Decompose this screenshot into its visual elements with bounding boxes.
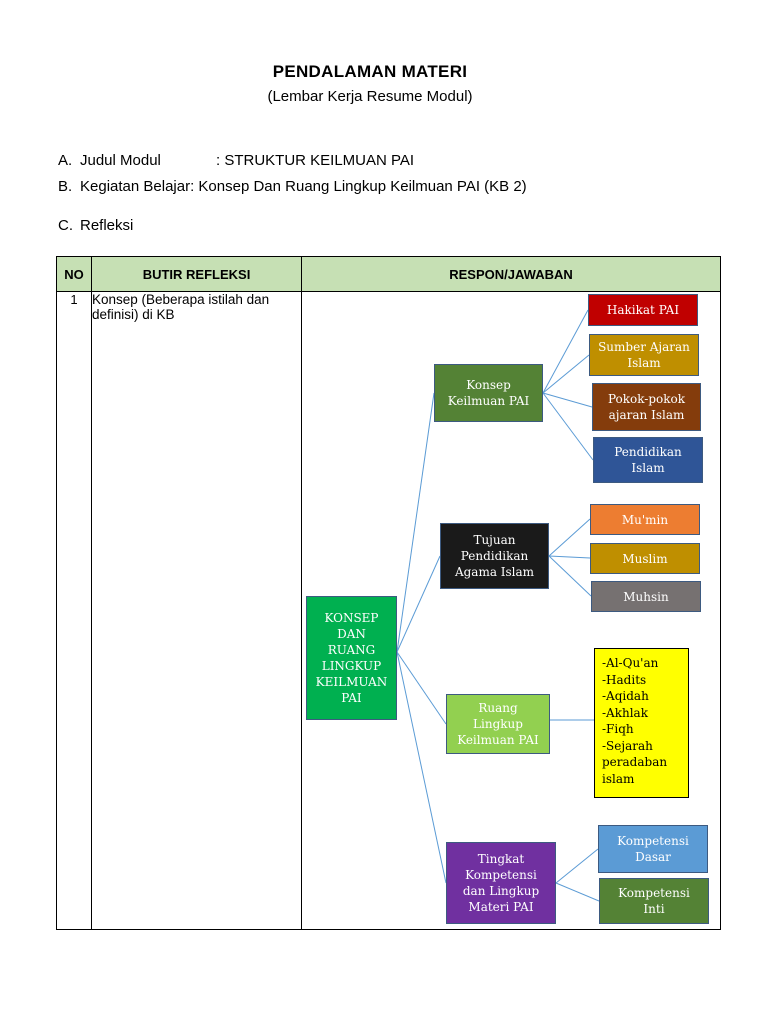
header-butir: BUTIR REFLEKSI [91, 256, 302, 292]
tujuan-pendidikan-label: Tujuan Pendidikan Agama Islam [454, 533, 535, 579]
reflection-label: Refleksi [80, 217, 134, 234]
konsep-keilmuan-box: Konsep Keilmuan PAI [434, 364, 543, 422]
ruang-lingkup-box: Ruang Lingkup Keilmuan PAI [446, 694, 550, 754]
module-title-row: A. Judul Modul : STRUKTUR KEILMUAN PAI [58, 152, 414, 169]
module-title-label: Judul Modul [80, 152, 161, 169]
sumber-ajaran-label: Sumber Ajaran Islam [598, 340, 690, 370]
root-box: KONSEP DAN RUANG LINGKUP KEILMUAN PAI [306, 596, 397, 720]
connector-line [542, 392, 593, 408]
konsep-keilmuan-label: Konsep Keilmuan PAI [447, 378, 530, 408]
learning-activity-row: B. Kegiatan Belajar: Konsep Dan Ruang Lin… [58, 178, 527, 195]
header-respon: RESPON/JAWABAN [301, 256, 721, 292]
ruang-lingkup-list-box: -Al-Qu'an -Hadits -Aqidah -Akhlak -Fiqh … [594, 648, 689, 798]
hakikat-pai-box: Hakikat PAI [588, 294, 698, 326]
connector-line [542, 354, 590, 394]
ruang-lingkup-label: Ruang Lingkup Keilmuan PAI [457, 701, 539, 747]
pendidikan-islam-box: Pendidikan Islam [593, 437, 703, 483]
muslim-box: Muslim [590, 543, 700, 574]
learning-activity-value: : Konsep Dan Ruang Lingkup Keilmuan PAI … [190, 178, 527, 195]
pokok-pokok-label: Pokok-pokok ajaran Islam [607, 392, 686, 422]
mumin-box: Mu'min [590, 504, 700, 535]
kompetensi-inti-label: Kompetensi Inti [618, 886, 690, 916]
ruang-lingkup-list-text: -Al-Qu'an -Hadits -Aqidah -Akhlak -Fiqh … [602, 656, 668, 786]
root-box-label: KONSEP DAN RUANG LINGKUP KEILMUAN PAI [315, 611, 388, 705]
module-title-value: : STRUKTUR KEILMUAN PAI [216, 152, 415, 169]
pendidikan-islam-label: Pendidikan Islam [614, 445, 682, 475]
page-subtitle: (Lembar Kerja Resume Modul) [267, 88, 473, 105]
reflection-row: C. Refleksi [58, 217, 133, 234]
tingkat-kompetensi-label: Tingkat Kompetensi dan Lingkup Materi PA… [462, 852, 540, 914]
row-number: 1 [56, 291, 92, 930]
row-butir: Konsep (Beberapa istilah dan definisi) d… [91, 291, 302, 930]
pokok-pokok-box: Pokok-pokok ajaran Islam [592, 383, 701, 431]
mumin-label: Mu'min [621, 512, 669, 527]
muhsin-label: Muhsin [623, 589, 669, 604]
muslim-label: Muslim [622, 551, 668, 566]
muhsin-box: Muhsin [591, 581, 701, 612]
kompetensi-inti-box: Kompetensi Inti [599, 878, 709, 924]
connector-line [542, 309, 589, 394]
connector-line [396, 651, 447, 725]
connector-line [548, 518, 591, 557]
hakikat-pai-label: Hakikat PAI [606, 303, 680, 317]
item-letter: C. [58, 217, 73, 234]
connector-line [396, 392, 435, 653]
connector-line [555, 848, 599, 884]
kompetensi-dasar-box: Kompetensi Dasar [598, 825, 708, 873]
item-letter: A. [58, 152, 73, 169]
sumber-ajaran-box: Sumber Ajaran Islam [589, 334, 699, 376]
connector-line [396, 651, 447, 884]
item-letter: B. [58, 178, 73, 195]
tujuan-pendidikan-box: Tujuan Pendidikan Agama Islam [440, 523, 549, 589]
connector-line [548, 555, 591, 559]
header-no: NO [56, 256, 92, 292]
connector-line [555, 882, 600, 902]
connector-line [548, 555, 592, 597]
table-header-row: NO BUTIR REFLEKSI RESPON/JAWABAN [56, 256, 721, 292]
connector-line [542, 392, 594, 461]
learning-activity-label: Kegiatan Belajar [80, 178, 191, 195]
kompetensi-dasar-label: Kompetensi Dasar [617, 834, 689, 864]
page-title: PENDALAMAN MATERI [272, 62, 468, 81]
tingkat-kompetensi-box: Tingkat Kompetensi dan Lingkup Materi PA… [446, 842, 556, 924]
connector-line [396, 555, 441, 653]
